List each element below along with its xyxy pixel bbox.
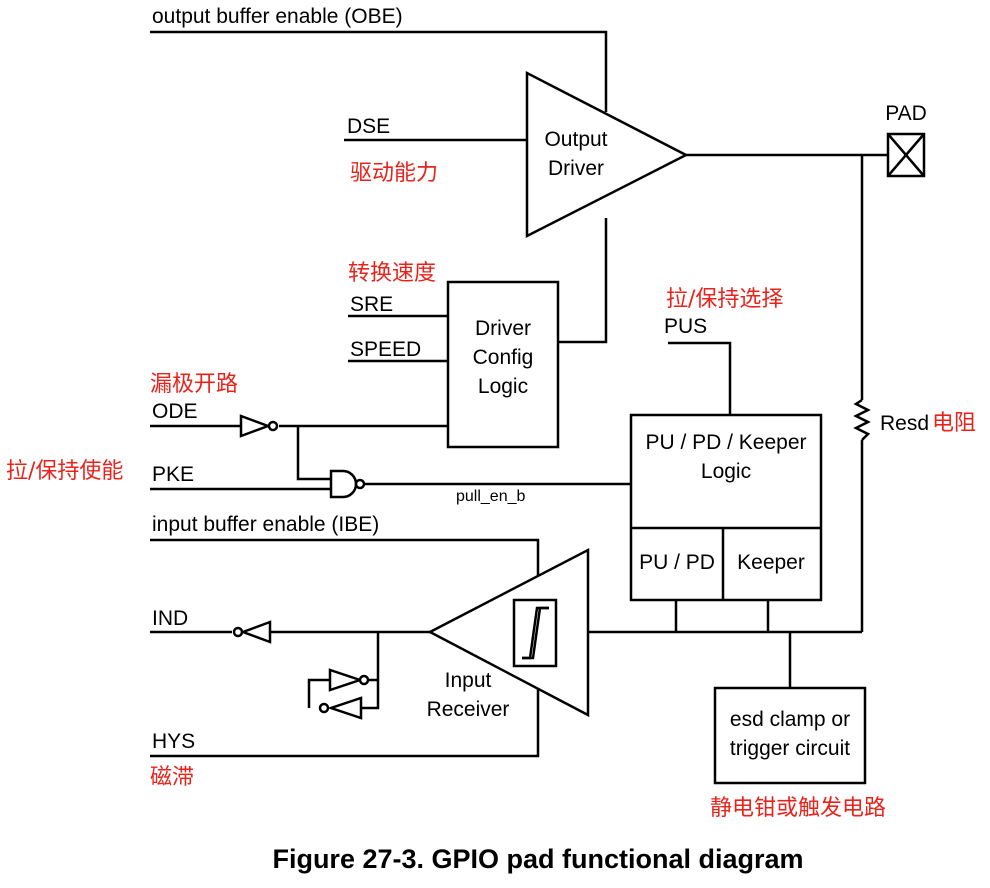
pull-en-b-label: pull_en_b — [456, 488, 526, 505]
latch-inverter-top-icon — [328, 668, 370, 692]
keeper-label: Keeper — [737, 551, 805, 574]
input-receiver-label-1: Input — [445, 669, 492, 692]
obe-wire — [150, 30, 608, 112]
output-driver-label-2: Driver — [548, 157, 604, 180]
driver-config-label-2: Config — [473, 346, 534, 369]
speed-label: SPEED — [350, 338, 421, 361]
sre-label: SRE — [350, 293, 393, 316]
pus-wire — [668, 341, 732, 415]
ode-label: ODE — [152, 400, 198, 423]
ode-annotation: 漏极开路 — [150, 372, 238, 397]
hys-label: HYS — [152, 730, 195, 753]
wires — [150, 30, 888, 758]
ind-label: IND — [152, 607, 188, 630]
resistor-icon — [853, 398, 871, 441]
pupd-logic-label-1: PU / PD / Keeper — [645, 431, 806, 454]
driver-config-label-3: Logic — [478, 375, 528, 398]
obe-label: output buffer enable (OBE) — [152, 5, 403, 28]
ind-inverter-icon — [232, 620, 272, 644]
resd-annotation: 电阻 — [932, 411, 976, 436]
input-receiver-triangle — [427, 547, 590, 718]
pupd-logic-label-2: Logic — [701, 460, 751, 483]
config-to-driver-wire — [558, 218, 608, 344]
ibe-label: input buffer enable (IBE) — [152, 513, 379, 536]
nand-gate-icon — [329, 469, 366, 499]
esd-annotation: 静电钳或触发电路 — [710, 796, 886, 821]
dse-annotation: 驱动能力 — [350, 161, 438, 186]
esd-clamp-label-1: esd clamp or — [730, 708, 850, 731]
sre-annotation: 转换速度 — [348, 261, 436, 286]
pupd-keeper-logic-box — [629, 413, 823, 602]
pke-annotation: 拉/保持使能 — [6, 459, 123, 484]
pus-label: PUS — [664, 315, 707, 338]
ode-inverter-icon — [239, 414, 279, 438]
ode-to-nand-wire — [296, 426, 331, 481]
ibe-wire — [150, 538, 540, 610]
hys-annotation: 磁滞 — [150, 765, 194, 790]
esd-clamp-box — [713, 686, 867, 785]
schmitt-trigger-icon — [512, 598, 558, 668]
driver-config-logic-box — [446, 280, 560, 449]
pad-label: PAD — [885, 102, 927, 125]
esd-clamp-label-2: trigger circuit — [730, 737, 850, 760]
pus-annotation: 拉/保持选择 — [666, 287, 783, 312]
output-driver-triangle — [525, 70, 689, 239]
latch-wire-left — [307, 678, 330, 708]
latch-wire-right — [361, 632, 380, 710]
latch-inverter-bottom-icon — [318, 696, 363, 720]
figure-caption: Figure 27-3. GPIO pad functional diagram — [272, 844, 803, 874]
pu-pd-label: PU / PD — [639, 551, 715, 574]
pke-label: PKE — [152, 463, 194, 486]
dse-label: DSE — [347, 115, 390, 138]
output-driver-label-1: Output — [544, 128, 607, 151]
driver-config-label-1: Driver — [475, 317, 531, 340]
resd-label: Resd — [880, 412, 929, 435]
pad-icon — [886, 132, 926, 178]
hys-wire — [150, 680, 540, 758]
input-receiver-label-2: Receiver — [427, 698, 510, 721]
